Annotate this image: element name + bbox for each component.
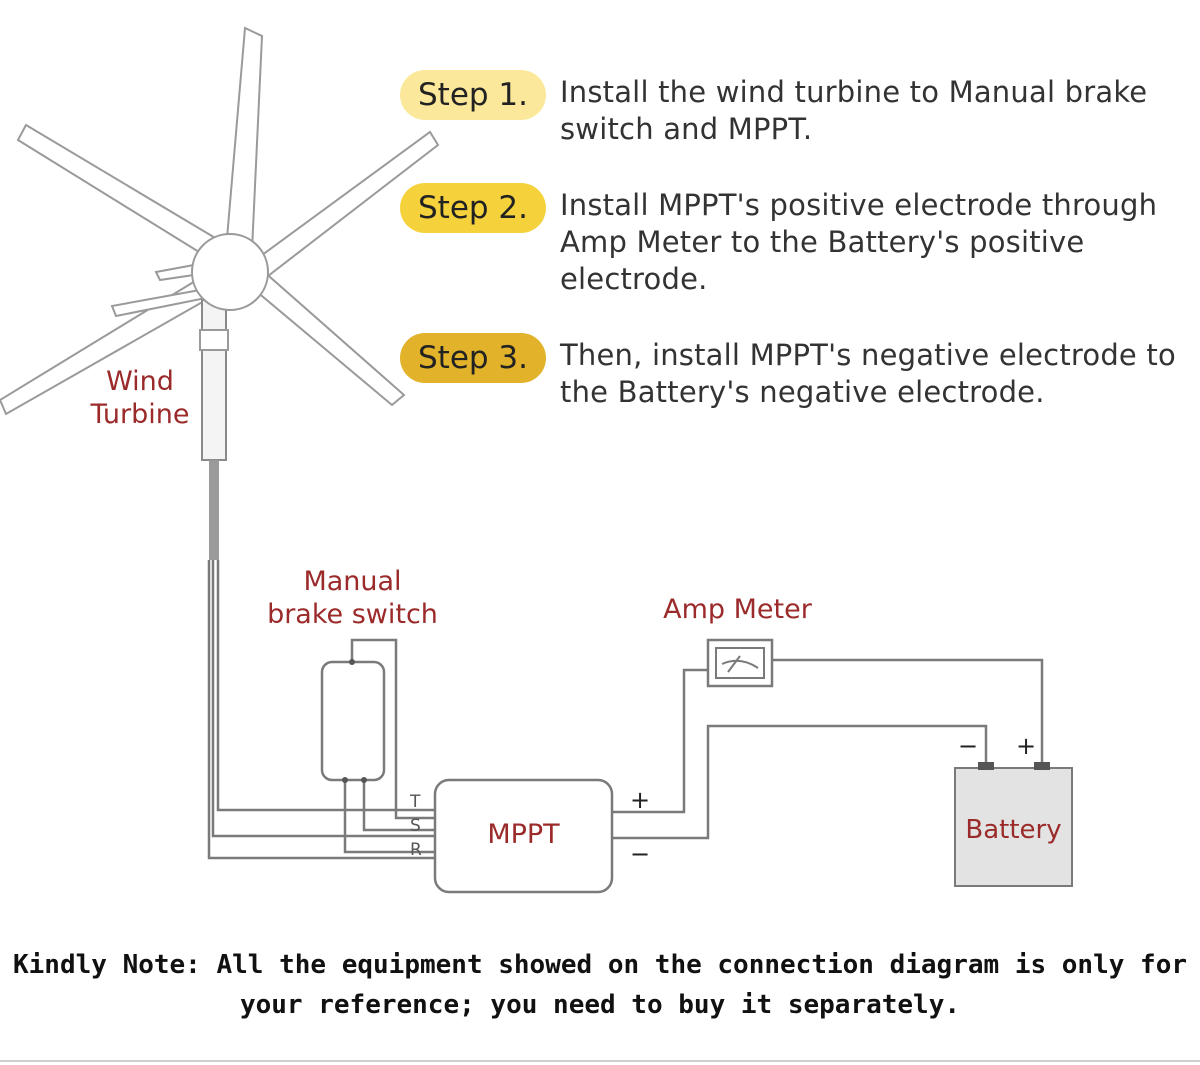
wire-switch-s: [362, 780, 435, 832]
brake-switch-label: Manual brake switch: [267, 566, 438, 630]
mppt-plus-sign: +: [630, 786, 651, 814]
bottom-divider: [0, 1060, 1200, 1062]
battery-terminal-negative: [978, 762, 994, 770]
mppt-box: [433, 778, 614, 894]
step-2: Step 2. Install MPPT's positive electrod…: [400, 183, 1200, 303]
wire-turbine-r: [207, 560, 435, 860]
wind-turbine-label: Wind Turbine: [90, 366, 190, 430]
wire-switch-top: [350, 638, 435, 820]
battery-box: [954, 767, 1073, 887]
turbine-mast: [201, 299, 227, 461]
amp-meter-label: Amp Meter: [663, 594, 812, 625]
step-2-text: Install MPPT's positive electrode throug…: [560, 188, 1158, 296]
battery-terminal-positive: [1034, 762, 1050, 770]
wire-mppt-positive: [612, 668, 708, 814]
kindly-note: Kindly Note: All the equipment showed on…: [13, 950, 1187, 1020]
step-3-badge: Step 3.: [400, 333, 547, 383]
battery-plus-sign: +: [1016, 732, 1037, 760]
terminal-s-label: S: [410, 816, 421, 836]
battery-label: Battery: [965, 815, 1062, 845]
battery-minus-sign: −: [958, 732, 979, 760]
terminal-t-label: T: [410, 792, 421, 812]
turbine-blade: [224, 26, 264, 251]
wire-turbine-s: [211, 560, 435, 838]
step-3-text: Then, install MPPT's negative electrode …: [560, 338, 1176, 409]
mppt-minus-sign: −: [630, 840, 651, 868]
wire-mppt-negative: [612, 724, 988, 840]
wiring: [207, 560, 1044, 860]
brake-switch-box: [320, 660, 386, 782]
amp-meter-icon: [706, 638, 774, 688]
wind-turbine-graphic: [0, 26, 440, 461]
wire-turbine-t: [216, 560, 435, 812]
wire-switch-r: [343, 780, 435, 854]
step-1-badge: Step 1.: [400, 70, 547, 120]
step-3: Step 3. Then, install MPPT's negative el…: [400, 333, 1200, 453]
step-2-badge: Step 2.: [400, 183, 547, 233]
turbine-mast-joint: [199, 329, 229, 351]
wire-meter-battery: [772, 658, 1044, 768]
step-1-text: Install the wind turbine to Manual brake…: [560, 75, 1148, 146]
turbine-blade: [248, 268, 406, 407]
step-1: Step 1. Install the wind turbine to Manu…: [400, 70, 1200, 190]
turbine-blade: [16, 123, 224, 262]
turbine-hub: [191, 233, 269, 311]
mppt-label: MPPT: [487, 819, 560, 850]
terminal-r-label: R: [410, 840, 422, 860]
